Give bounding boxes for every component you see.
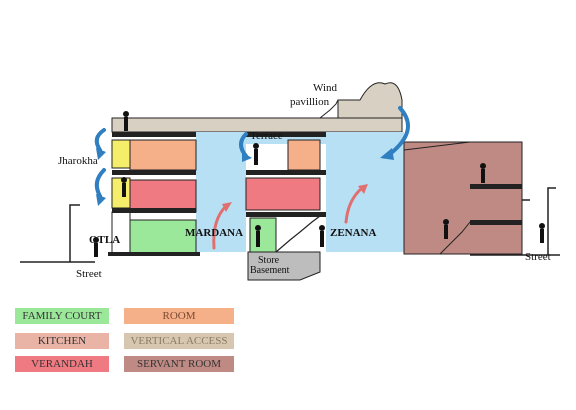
street-left-label: Street xyxy=(76,268,102,280)
legend-servant-room: SERVANT ROOM xyxy=(124,356,234,372)
room-left-upper xyxy=(129,139,197,171)
room-middle-upper xyxy=(287,139,321,171)
legend-verandah-label: VERANDAH xyxy=(31,358,93,370)
servant-room-block xyxy=(403,141,523,255)
store-basement xyxy=(247,251,321,281)
wind-arrow-jharokha-lower xyxy=(94,168,106,198)
wind-arrow-jharokha-upper xyxy=(94,128,106,152)
legend-room: ROOM xyxy=(124,308,234,324)
jharokha-upper xyxy=(111,139,131,169)
legend-vertical-access: VERTICAL ACCESS xyxy=(124,333,234,349)
family-court-middle xyxy=(249,217,277,253)
wind-arrow-pavillion xyxy=(388,106,410,156)
verandah-left xyxy=(129,179,197,213)
legend-vertical-access-label: VERTICAL ACCESS xyxy=(130,335,228,347)
basement-label: Basement xyxy=(250,265,290,276)
store-label: Store xyxy=(258,255,280,266)
mardana-label: MARDANA xyxy=(185,227,244,239)
zenana-label: ZENANA xyxy=(330,227,377,239)
air-arrow-zenana xyxy=(344,186,364,224)
otla-label: OTLA xyxy=(89,234,121,246)
legend-kitchen-label: KITCHEN xyxy=(37,335,87,347)
legend-kitchen: KITCHEN xyxy=(15,333,109,349)
legend-servant-room-label: SERVANT ROOM xyxy=(137,358,221,370)
jharokha-label: Jharokha xyxy=(58,155,98,167)
legend-room-label: ROOM xyxy=(162,310,196,322)
wind-label: Wind xyxy=(313,82,337,94)
legend-verandah: VERANDAH xyxy=(15,356,109,372)
wind-pavillion xyxy=(337,82,403,119)
mardana-courtyard xyxy=(196,132,246,252)
air-arrow-mardana xyxy=(212,204,228,250)
legend-family-court: FAMILY COURT xyxy=(15,308,109,324)
street-right-label: Street xyxy=(525,251,551,263)
pavillion-label: pavillion xyxy=(290,96,330,108)
jharokha-lower xyxy=(111,177,131,209)
legend-family-court-label: FAMILY COURT xyxy=(22,310,102,322)
terrace-label: Terrace xyxy=(250,130,283,142)
human-figures xyxy=(93,111,545,257)
verandah-middle xyxy=(245,177,321,211)
